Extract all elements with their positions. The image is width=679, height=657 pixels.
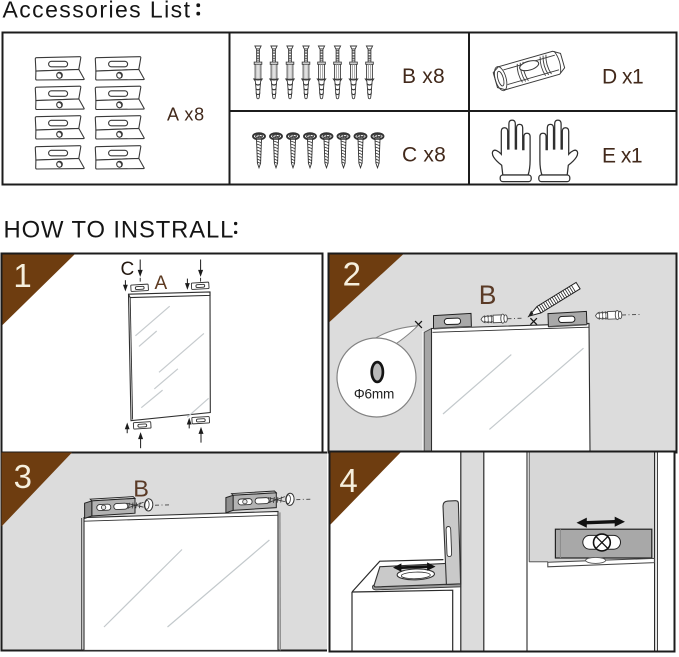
svg-text:A x8: A x8 bbox=[167, 105, 205, 125]
svg-text:3: 3 bbox=[14, 458, 32, 495]
svg-text:1: 1 bbox=[13, 257, 31, 294]
svg-text:B x8: B x8 bbox=[402, 65, 445, 88]
svg-text:4: 4 bbox=[339, 462, 357, 499]
svg-text:HOW TO INSTRALL: HOW TO INSTRALL bbox=[4, 216, 235, 243]
svg-text:B: B bbox=[133, 475, 149, 501]
svg-text:A: A bbox=[155, 273, 168, 294]
svg-text:2: 2 bbox=[343, 256, 361, 293]
svg-text:C x8: C x8 bbox=[402, 143, 446, 166]
svg-text:C: C bbox=[121, 259, 135, 280]
svg-text:E x1: E x1 bbox=[602, 145, 642, 168]
svg-text:Accessories List: Accessories List bbox=[3, 0, 192, 23]
svg-text:B: B bbox=[479, 280, 497, 310]
svg-text:D x1: D x1 bbox=[602, 66, 643, 89]
svg-text:Φ6mm: Φ6mm bbox=[354, 386, 394, 401]
